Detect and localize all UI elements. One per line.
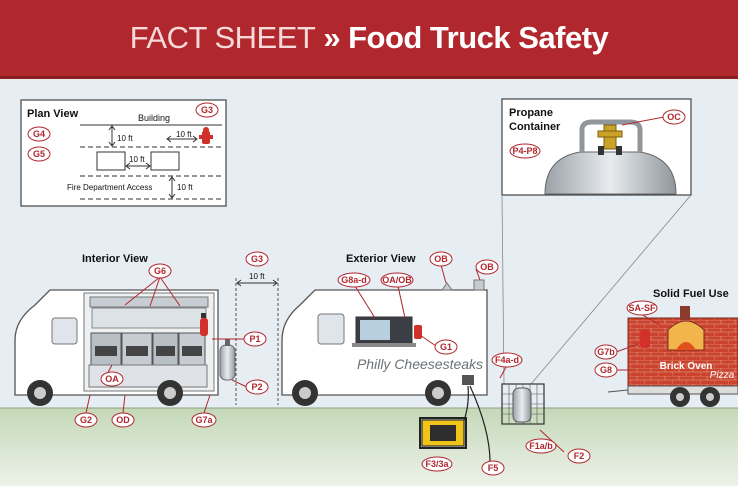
svg-text:G7b: G7b: [597, 347, 615, 357]
label-g3-interior: G3: [245, 251, 269, 267]
svg-text:F1a/b: F1a/b: [529, 441, 553, 451]
svg-text:G4: G4: [33, 129, 45, 139]
generator-icon: [419, 417, 467, 449]
label-g8a-d: G8a-d: [337, 272, 371, 288]
svg-text:P2: P2: [251, 382, 262, 392]
propane-panel: Propane Container OC P4-P8: [501, 98, 692, 385]
solid-fuel-title: Solid Fuel Use: [653, 288, 729, 300]
title-prefix: FACT SHEET: [129, 20, 316, 55]
svg-text:OD: OD: [116, 415, 130, 425]
svg-text:G8a-d: G8a-d: [341, 275, 367, 285]
plan-dist-hydrant: 10 ft: [176, 130, 192, 139]
label-g3-plan: G3: [195, 102, 219, 118]
svg-text:G7a: G7a: [195, 415, 213, 425]
interior-dist: 10 ft: [249, 272, 265, 281]
label-g2: G2: [74, 412, 98, 428]
plan-dist-access: 10 ft: [177, 183, 193, 192]
svg-text:G5: G5: [33, 149, 45, 159]
propane-title-2: Container: [509, 121, 561, 133]
generator: F3/3a F5: [419, 385, 505, 476]
label-g7a: G7a: [191, 412, 217, 428]
label-sa-sf: SA-SF: [626, 300, 658, 316]
exterior-view-title: Exterior View: [346, 253, 416, 265]
label-f4a-d: F4a-d: [491, 352, 523, 368]
truck-brand-text: Philly Cheesesteaks: [357, 356, 483, 372]
label-g8: G8: [594, 362, 618, 378]
svg-text:F4a-d: F4a-d: [495, 355, 519, 365]
plan-dist-between: 10 ft: [129, 155, 145, 164]
plan-dist-top: 10 ft: [117, 134, 133, 143]
propane-tank-icon: [544, 151, 677, 195]
interior-view: Interior View: [14, 251, 279, 428]
svg-text:OB: OB: [434, 254, 448, 264]
oven-script: Pizza: [710, 370, 735, 381]
label-oa: OA: [100, 371, 124, 387]
svg-text:F2: F2: [574, 451, 585, 461]
label-oc: OC: [662, 109, 686, 125]
svg-text:OA: OA: [105, 374, 119, 384]
svg-text:SA-SF: SA-SF: [629, 303, 657, 313]
propane-cylinder-icon: [219, 339, 236, 381]
title-main: Food Truck Safety: [348, 20, 609, 55]
title-separator: »: [323, 20, 341, 55]
label-ob-1: OB: [429, 251, 453, 267]
svg-text:P4-P8: P4-P8: [512, 146, 537, 156]
title-banner: FACT SHEET » Food Truck Safety: [0, 0, 738, 79]
interior-view-title: Interior View: [82, 253, 148, 265]
svg-text:G6: G6: [154, 266, 166, 276]
label-p1: P1: [243, 331, 267, 347]
svg-text:G2: G2: [80, 415, 92, 425]
propane-title-1: Propane: [509, 107, 553, 119]
svg-text:OB: OB: [480, 262, 494, 272]
label-p2: P2: [245, 379, 269, 395]
svg-text:OA/OB: OA/OB: [382, 275, 412, 285]
label-g5: G5: [27, 146, 51, 162]
label-f5: F5: [481, 460, 505, 476]
label-g7b: G7b: [594, 344, 618, 360]
label-od: OD: [111, 412, 135, 428]
fire-extinguisher-ext-icon: [414, 325, 422, 339]
fire-access-label: Fire Department Access: [67, 183, 152, 192]
ground: [0, 408, 738, 486]
label-oa-ob: OA/OB: [380, 272, 414, 288]
svg-text:P1: P1: [249, 334, 260, 344]
label-ob-2: OB: [475, 259, 499, 275]
solid-fuel-trailer: Solid Fuel Use Brick Oven Pizza SA-SF G7…: [594, 288, 738, 407]
svg-text:G3: G3: [251, 254, 263, 264]
fire-extinguisher-icon: [200, 313, 208, 336]
plan-view-panel: Plan View Building 10 ft 10 ft 10 ft Fir…: [20, 99, 227, 207]
oven-text: Brick Oven: [660, 361, 713, 372]
svg-text:OC: OC: [667, 112, 681, 122]
label-f1a-b: F1a/b: [525, 438, 557, 454]
svg-text:G8: G8: [600, 365, 612, 375]
label-f2: F2: [567, 448, 591, 464]
svg-text:F3/3a: F3/3a: [425, 459, 449, 469]
building-label: Building: [138, 113, 170, 123]
svg-text:G3: G3: [201, 105, 213, 115]
label-f3-3a: F3/3a: [421, 456, 453, 472]
fire-extinguisher-oven-icon: [640, 330, 650, 348]
label-p4-p8: P4-P8: [509, 143, 541, 159]
label-g4: G4: [27, 126, 51, 142]
label-g6: G6: [148, 263, 172, 279]
propane-cage: F1a/b F2: [501, 383, 591, 464]
fire-hydrant-icon: [199, 127, 213, 144]
svg-text:G1: G1: [440, 342, 452, 352]
plan-view-title: Plan View: [27, 108, 79, 120]
exterior-view: Exterior View Philly Cheesesteaks: [281, 251, 523, 406]
label-g1: G1: [434, 339, 458, 355]
svg-text:F5: F5: [488, 463, 499, 473]
valve-icon: [597, 124, 623, 155]
